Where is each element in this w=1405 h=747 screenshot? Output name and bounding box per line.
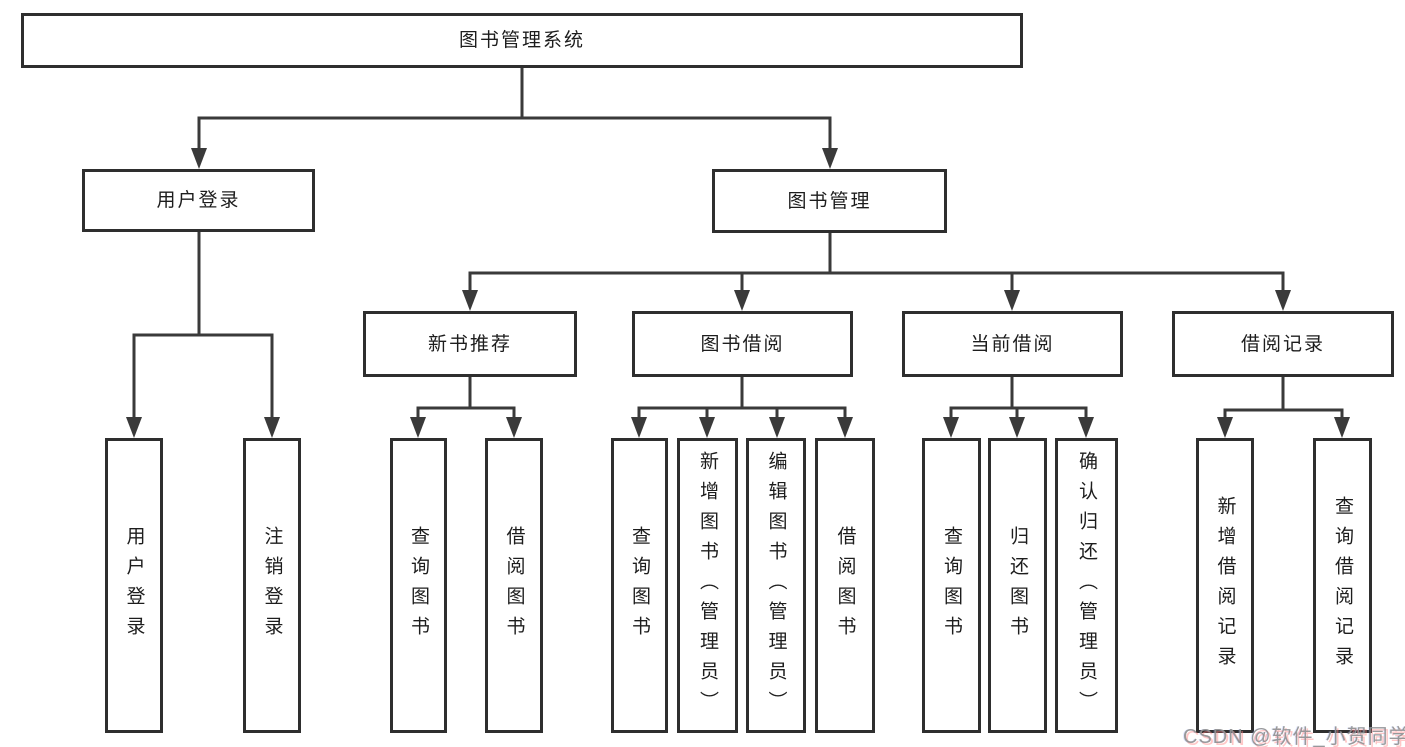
leaf-query-borrow-record: 查询借阅记录: [1313, 438, 1372, 733]
arrowheads: [126, 148, 1350, 438]
node-label: 归还图书: [1007, 525, 1028, 646]
node-label: 图书借阅: [700, 333, 785, 355]
node-label: 当前借阅: [970, 333, 1055, 355]
node-label: 编辑图书（管理员）: [765, 450, 787, 721]
csdn-watermark: CSDN @软件_小贺同学: [1183, 726, 1405, 747]
node-user-login: 用户登录: [82, 169, 315, 232]
node-label: 借阅图书: [503, 525, 525, 646]
node-label: 图书管理: [787, 190, 872, 212]
node-library-system: 图书管理系统: [21, 13, 1023, 68]
node-label: 注销登录: [261, 525, 283, 646]
node-book-management: 图书管理: [712, 169, 947, 233]
leaf-borrow-books-borrowing: 借阅图书: [815, 438, 875, 733]
node-label: 新增借阅记录: [1214, 495, 1236, 676]
node-label: 图书管理系统: [458, 30, 585, 51]
leaf-edit-books-admin: 编辑图书（管理员）: [746, 438, 806, 733]
node-label: 新书推荐: [427, 333, 512, 355]
leaf-user-login: 用户登录: [105, 438, 163, 733]
leaf-query-books-current: 查询图书: [922, 438, 981, 733]
node-label: 查询图书: [941, 525, 962, 646]
leaf-borrow-books-recommend: 借阅图书: [485, 438, 543, 733]
node-borrow-records: 借阅记录: [1172, 311, 1394, 377]
leaf-query-books-borrowing: 查询图书: [611, 438, 668, 733]
node-book-borrowing: 图书借阅: [632, 311, 853, 377]
node-current-borrowing: 当前借阅: [902, 311, 1123, 377]
node-label: 用户登录: [156, 190, 241, 211]
leaf-return-books: 归还图书: [988, 438, 1047, 733]
node-label: 确认归还（管理员）: [1076, 450, 1097, 721]
leaf-add-borrow-record: 新增借阅记录: [1196, 438, 1254, 733]
node-label: 借阅记录: [1240, 333, 1325, 355]
node-label: 新增图书（管理员）: [697, 450, 718, 721]
leaf-confirm-return-admin: 确认归还（管理员）: [1055, 438, 1118, 733]
node-label: 查询借阅记录: [1332, 495, 1353, 676]
node-label: 用户登录: [123, 525, 145, 646]
node-label: 查询图书: [408, 525, 429, 646]
node-label: 借阅图书: [834, 525, 856, 646]
leaf-add-books-admin: 新增图书（管理员）: [677, 438, 738, 733]
leaf-query-books-recommend: 查询图书: [390, 438, 447, 733]
node-new-book-recommend: 新书推荐: [363, 311, 577, 377]
node-label: 查询图书: [629, 525, 650, 646]
leaf-logout: 注销登录: [243, 438, 301, 733]
